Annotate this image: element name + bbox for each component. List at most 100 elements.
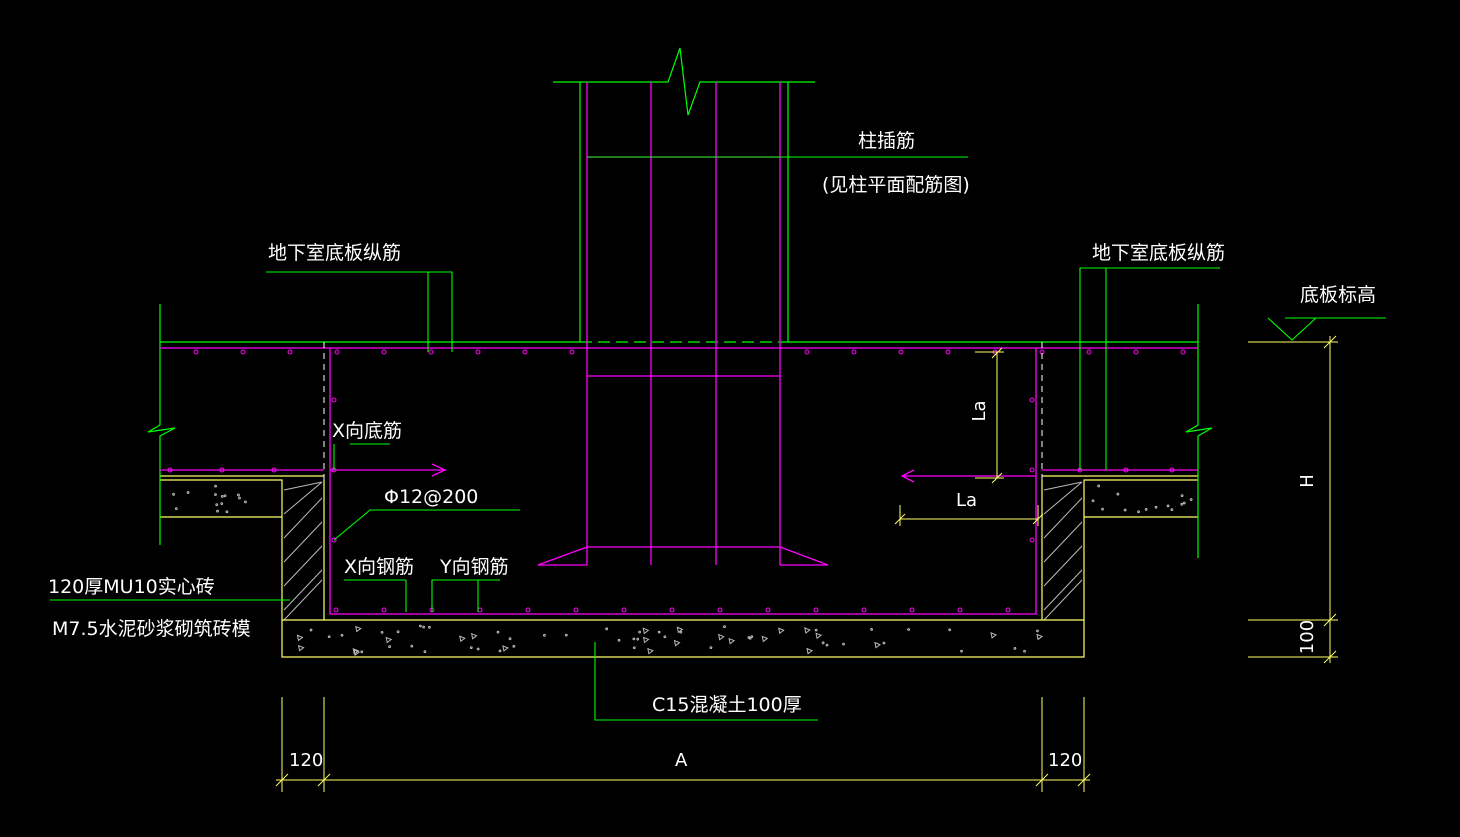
aggregate-mark <box>673 639 681 647</box>
rebar-dot <box>1180 349 1186 355</box>
dim-a-label: A <box>675 750 688 771</box>
aggregate-mark <box>237 493 240 497</box>
aggregate-mark <box>1116 492 1120 496</box>
aggregate-mark <box>882 641 886 645</box>
rebar-dot <box>1133 349 1139 355</box>
hatch-stroke <box>1043 497 1083 539</box>
aggregate-mark <box>309 628 313 632</box>
rebar-dot <box>569 349 575 355</box>
aggregate-mark <box>360 650 364 654</box>
aggregate-mark <box>1189 498 1193 501</box>
aggregate-mark <box>469 646 473 649</box>
aggregate-mark <box>723 625 726 629</box>
aggregate-mark <box>1101 507 1104 511</box>
aggregate-mark <box>948 628 952 632</box>
aggregate-mark <box>340 633 344 637</box>
aggregate-mark <box>502 645 509 652</box>
hatch-stroke <box>283 545 323 587</box>
aggregate-mark <box>388 645 391 649</box>
rebar-dot <box>573 607 579 613</box>
dim-100-label: 100 <box>1297 619 1318 655</box>
formwork-outline <box>160 475 1198 658</box>
aggregate-mark <box>428 625 431 629</box>
aggregate-mark <box>778 627 785 635</box>
rebar-dot <box>331 397 337 403</box>
rebar-dot <box>525 607 531 613</box>
aggregate-mark <box>806 647 814 655</box>
aggregate-mark <box>874 641 881 649</box>
rebar-dot <box>271 467 277 473</box>
aggregate-mark <box>990 632 998 639</box>
aggregate-mark <box>647 647 654 655</box>
aggregate-mark <box>1013 646 1017 650</box>
aggregate-mark <box>617 638 621 642</box>
aggregate-mark <box>355 625 362 633</box>
rebar-dot <box>381 607 387 613</box>
aggregate-mark <box>676 626 684 634</box>
aggregate-mark <box>496 630 500 634</box>
brick-wall-label: 120厚MU10实心砖 <box>48 576 215 598</box>
aggregate-mark <box>543 633 546 637</box>
column-rebar-note: (见柱平面配筋图) <box>822 174 970 196</box>
aggregate-mark <box>353 649 361 656</box>
rebar-dot <box>1029 537 1035 543</box>
aggregate-mark <box>1166 504 1170 508</box>
hatch-stroke <box>1043 521 1083 563</box>
aggregate-mark <box>748 636 752 640</box>
hatch-stroke <box>1043 579 1083 621</box>
aggregate-mark <box>1180 502 1184 506</box>
aggregate-mark <box>657 630 661 634</box>
x-rebar-label: X向钢筋 <box>344 556 415 578</box>
aggregate-mark <box>663 635 667 639</box>
aggregate-mark <box>214 493 217 496</box>
aggregate-mark <box>728 637 736 645</box>
rebar-dot <box>851 349 857 355</box>
aggregate-mark <box>214 484 217 488</box>
aggregate-mark <box>352 648 360 655</box>
aggregate-mark <box>870 628 873 631</box>
aggregate-mark <box>1097 484 1101 488</box>
concrete-label: C15混凝土100厚 <box>652 694 802 716</box>
aggregate-mark <box>385 636 393 644</box>
hatch-stroke <box>1043 545 1083 587</box>
aggregate-mark <box>632 646 636 650</box>
rebar-dot <box>909 607 915 613</box>
rebar-dot <box>287 349 293 355</box>
aggregate-mark <box>761 635 769 643</box>
aggregate-mark <box>498 649 502 653</box>
aggregate-mark <box>750 635 754 639</box>
rebar-dot <box>193 349 199 355</box>
la-horizontal-label: La <box>956 490 978 511</box>
rebar-dot <box>1029 467 1035 473</box>
aggregate-mark <box>821 641 825 645</box>
column-rebar-label: 柱插筋 <box>858 130 916 152</box>
aggregate-mark <box>960 649 963 653</box>
aggregate-mark <box>815 632 823 640</box>
rebar-lines <box>160 82 1198 615</box>
aggregate-mark <box>638 630 642 634</box>
rebar-dot <box>333 607 339 613</box>
aggregate-mark <box>1182 501 1186 505</box>
rebar-dot <box>1086 349 1092 355</box>
aggregate-mark <box>238 496 241 500</box>
rebar-dot <box>381 349 387 355</box>
slab-elevation-label: 底板标高 <box>1300 284 1377 306</box>
aggregate-mark <box>1123 508 1127 512</box>
aggregate-mark <box>225 510 229 514</box>
aggregate-mark <box>410 644 414 648</box>
leader-lines <box>50 156 1386 721</box>
hatch-stroke <box>283 569 323 611</box>
brick-hatch-right <box>1043 481 1083 621</box>
rebar-dot <box>804 349 810 355</box>
aggregate-mark <box>470 632 478 640</box>
rebar-dot <box>475 349 481 355</box>
aggregate-mark <box>564 633 568 637</box>
aggregate-mark <box>512 644 516 648</box>
slab-rebar-left-label: 地下室底板纵筋 <box>268 242 402 264</box>
aggregate-mark <box>1170 508 1174 512</box>
brick-hatch-left <box>283 481 323 621</box>
mortar-label: M7.5水泥砂浆砌筑砖模 <box>52 618 251 640</box>
aggregate-mark <box>636 637 640 641</box>
aggregate-mark <box>220 495 224 498</box>
